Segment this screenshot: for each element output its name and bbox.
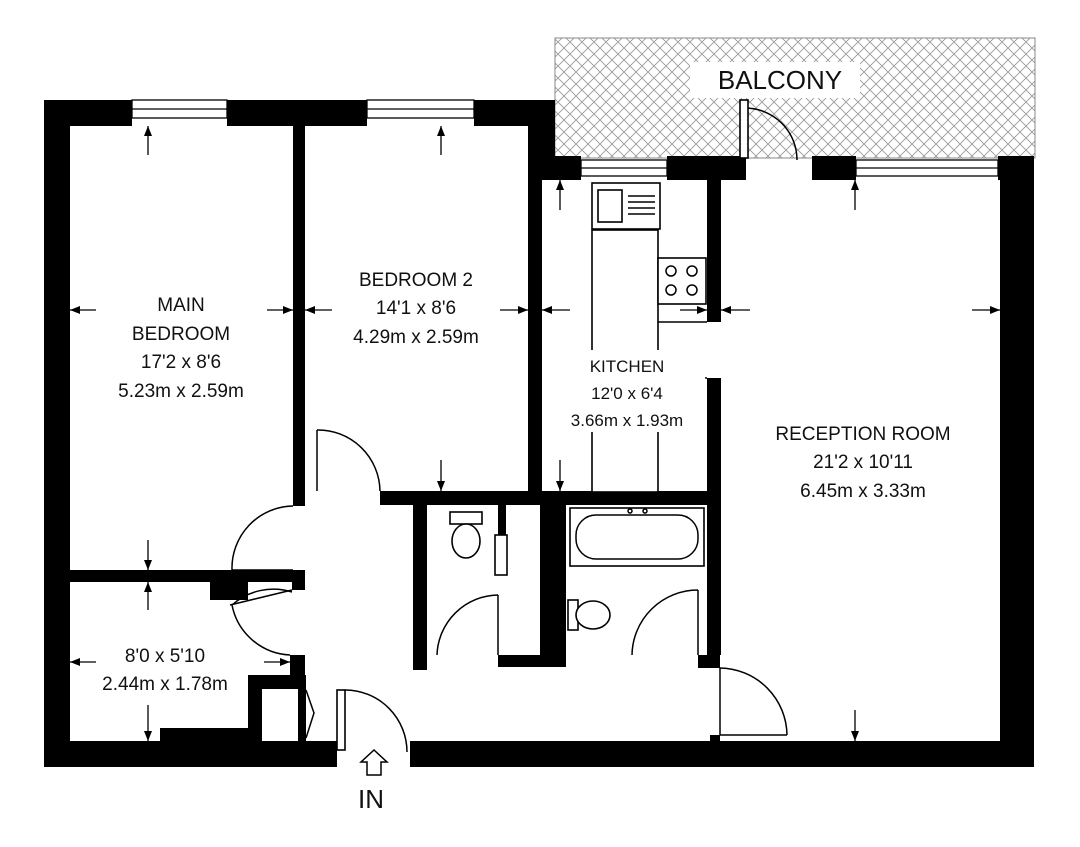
balcony: BALCONY <box>554 37 1036 159</box>
main-bedroom-metric: 5.23m x 2.59m <box>118 381 244 402</box>
kitchen-metric: 3.66m x 1.93m <box>571 411 683 430</box>
windows <box>131 99 999 177</box>
kitchen-name: KITCHEN <box>590 357 665 376</box>
room-label-bedroom2: BEDROOM 2 14'1 x 8'6 4.29m x 2.59m <box>353 270 479 348</box>
reception-name: RECEPTION ROOM <box>775 424 950 445</box>
room-label-kitchen: KITCHEN 12'0 x 6'4 3.66m x 1.93m <box>555 350 705 432</box>
entrance-label: IN <box>358 784 384 814</box>
main-bedroom-name-line2: BEDROOM <box>132 324 230 345</box>
reception-imperial: 21'2 x 10'11 <box>813 452 913 473</box>
outer-walls <box>44 100 1034 767</box>
balcony-label: BALCONY <box>718 65 842 95</box>
small-room-imperial: 8'0 x 5'10 <box>125 646 205 667</box>
bathtub <box>569 507 705 567</box>
room-label-small-room: 8'0 x 5'10 2.44m x 1.78m <box>102 646 228 695</box>
room-label-main-bedroom: MAIN BEDROOM 17'2 x 8'6 5.23m x 2.59m <box>118 295 244 402</box>
main-bedroom-name-line1: MAIN <box>157 295 205 316</box>
bathroom-fixtures <box>449 507 705 631</box>
bedroom2-imperial: 14'1 x 8'6 <box>376 298 456 319</box>
entrance-arrow-icon <box>359 748 389 776</box>
toilet-bathroom <box>567 599 611 631</box>
bedroom2-metric: 4.29m x 2.59m <box>353 327 479 348</box>
reception-metric: 6.45m x 3.33m <box>800 481 926 502</box>
kitchen-fixtures <box>591 182 707 493</box>
dimension-arrows <box>70 126 1000 741</box>
bedroom2-name: BEDROOM 2 <box>359 270 473 291</box>
kitchen-imperial: 12'0 x 6'4 <box>591 384 663 403</box>
hob <box>657 257 707 305</box>
main-bedroom-imperial: 17'2 x 8'6 <box>141 352 221 373</box>
room-label-reception: RECEPTION ROOM 21'2 x 10'11 6.45m x 3.33… <box>775 424 950 502</box>
small-room-metric: 2.44m x 1.78m <box>102 674 228 695</box>
toilet-wc <box>449 511 483 559</box>
interior-walls <box>70 126 721 743</box>
